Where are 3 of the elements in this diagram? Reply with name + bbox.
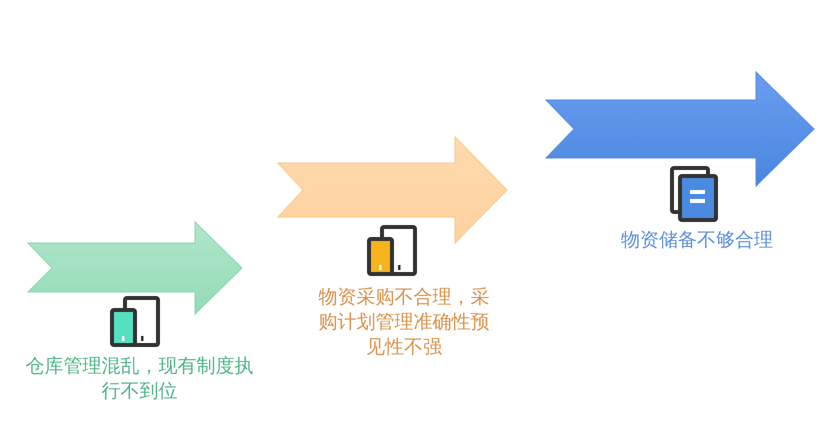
caption-text: 物资采购不合理，采购计划管理准确性预见性不强 <box>318 285 490 360</box>
caption-text: 物资储备不够合理 <box>620 228 774 253</box>
caption-text: 仓库管理混乱，现有制度执行不到位 <box>24 354 254 404</box>
